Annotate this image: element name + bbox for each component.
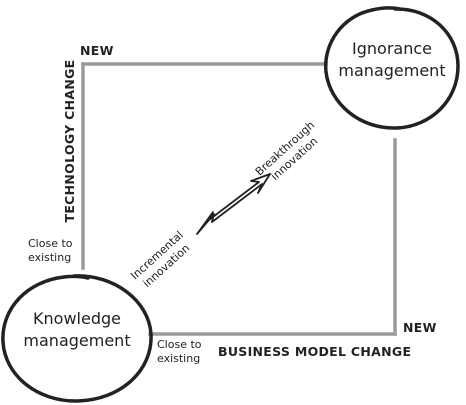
ignorance-label-line2: management xyxy=(338,61,445,80)
ignorance-circle xyxy=(324,6,460,130)
technology-change-axis-label: TECHNOLOGY CHANGE xyxy=(62,60,77,223)
knowledge-management-node: Knowledge management xyxy=(1,274,153,403)
business-model-change-axis-label: BUSINESS MODEL CHANGE xyxy=(218,344,411,359)
left-close-to-existing-line1: Close to xyxy=(28,237,73,250)
double-arrow-icon xyxy=(196,173,271,235)
incremental-innovation-label: Incremental innovation xyxy=(128,229,192,291)
knowledge-circle xyxy=(1,274,153,403)
right-axis-new-label: NEW xyxy=(403,320,437,335)
bottom-close-to-existing-line1: Close to xyxy=(157,338,202,351)
breakthrough-innovation-label: Breakthrough innovation xyxy=(253,119,320,184)
knowledge-label-line1: Knowledge xyxy=(33,309,121,328)
knowledge-label-line2: management xyxy=(23,331,130,350)
ignorance-label-line1: Ignorance xyxy=(352,39,432,58)
left-close-to-existing-line2: existing xyxy=(28,251,71,264)
bottom-close-to-existing-line2: existing xyxy=(157,352,200,365)
top-axis-new-label: NEW xyxy=(80,43,114,58)
innovation-arrow xyxy=(196,173,271,235)
diagram-frame xyxy=(81,62,397,336)
ignorance-management-node: Ignorance management xyxy=(324,6,460,130)
